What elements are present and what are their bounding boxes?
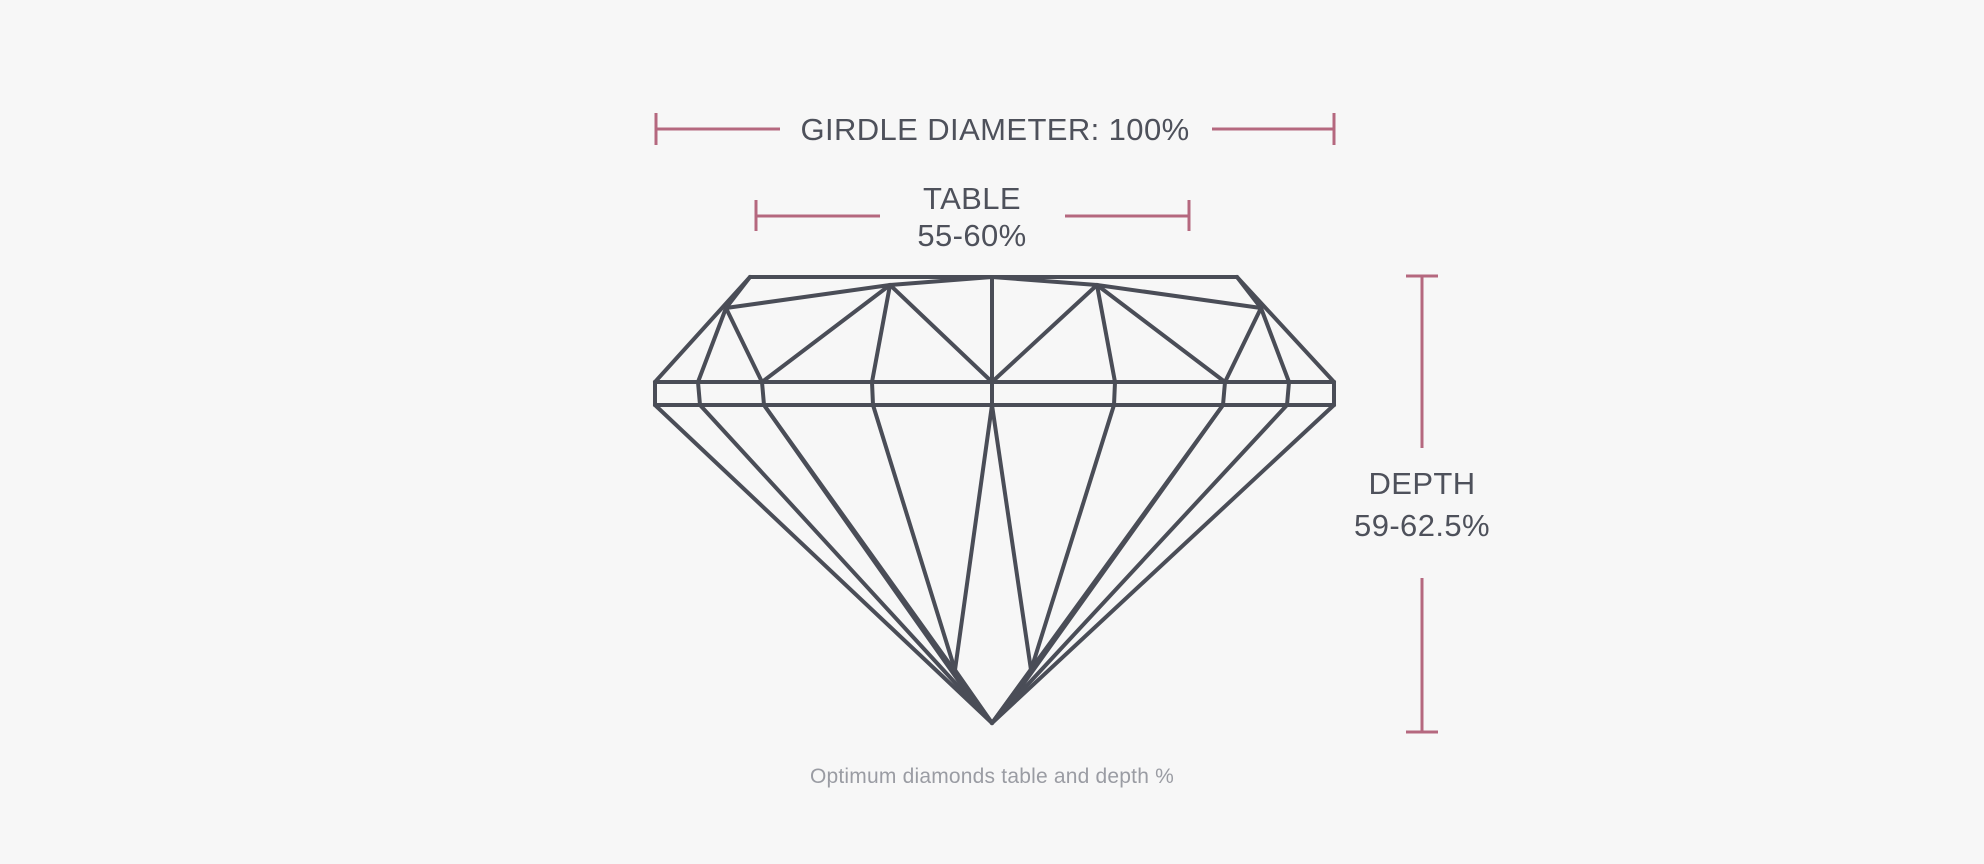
pavilion-left-outer-edge [653,403,994,725]
crown-facet-right-mid-vert [1095,283,1117,384]
girdle-divider-7 [1285,380,1291,407]
crown-facet-right-bezel [990,283,1099,384]
table-dimension: TABLE 55-60% [754,181,1191,253]
girdle-diameter-dimension: GIRDLE DIAMETER: 100% [654,112,1336,147]
table-label-line2: 55-60% [917,218,1026,253]
crown-facet-right-kite-b [1223,306,1263,384]
crown-facet-left-star-a [724,275,752,310]
girdle-diameter-label: GIRDLE DIAMETER: 100% [800,112,1189,147]
crown-facet-left-mid-vert [870,283,892,384]
pavilion-facet-right-1 [990,403,1289,725]
diamond-illustration [653,275,1336,725]
crown-facet-left-kite-b [724,306,764,384]
girdle-divider-1 [696,380,702,407]
depth-dimension: DEPTH 59-62.5% [1354,274,1490,734]
crown-facet-left-upper-girdle [888,275,994,287]
crown-facet-right-star-a [1235,275,1263,310]
pavilion-facet-right-4 [1029,403,1116,672]
girdle-divider-6 [1221,380,1227,407]
pavilion-facet-left-4 [871,403,957,672]
crown-facet-right-kite-a [1259,306,1291,384]
diagram-caption: Optimum diamonds table and depth % [810,765,1174,788]
pavilion-facet-left-5 [953,403,994,672]
girdle-divider-2 [760,380,766,407]
girdle-divider-5 [1112,380,1117,407]
pavilion-facet-right-5 [990,403,1033,672]
crown-facet-right-kite-c [1095,283,1227,384]
depth-label-line1: DEPTH [1368,466,1475,501]
crown-facet-left-kite-c [760,283,892,384]
girdle-divider-3 [870,380,875,407]
depth-label-line2: 59-62.5% [1354,508,1490,543]
table-label-line1: TABLE [923,181,1021,216]
pavilion-culet-left-inner [963,688,994,725]
pavilion-facet-left-1 [698,403,994,725]
crown-facet-right-star-b [1095,283,1263,310]
crown-facet-right-upper-girdle [990,275,1099,287]
pavilion-right-outer-edge [990,403,1336,725]
crown-facet-left-kite-a [696,306,728,384]
crown-right-outer-edge [1235,275,1336,384]
pavilion-culet-right-inner [990,688,1021,725]
crown-facet-left-bezel [888,283,994,384]
crown-facet-left-star-b [724,283,892,310]
